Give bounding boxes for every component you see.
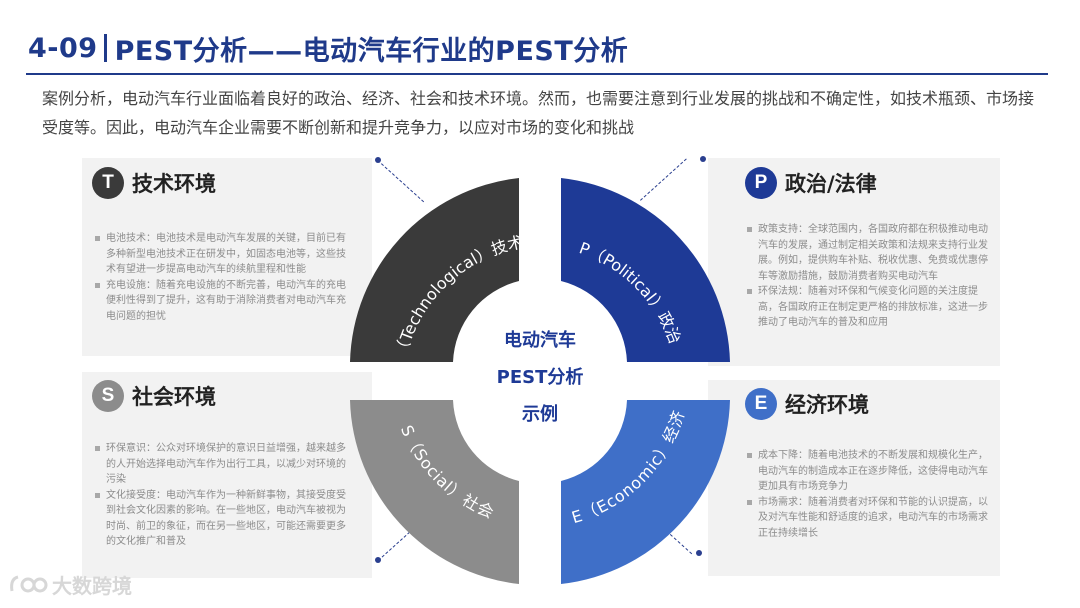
- list-item: 电池技术：电池技术是电动汽车发展的关键，目前已有多种新型电池技术正在研发中，如固…: [94, 231, 350, 278]
- technology-title: 技术环境: [132, 172, 216, 196]
- economic-list: 成本下降：随着电池技术的不断发展和规模化生产，电动汽车的制造成本正在逐步降低，这…: [746, 448, 992, 541]
- panel-technology: [82, 158, 372, 356]
- connector-dot-political: [700, 156, 706, 162]
- social-heading: S 社会环境: [92, 380, 216, 412]
- segment-economic: [561, 400, 730, 584]
- title-text: PEST分析——电动汽车行业的PEST分析: [114, 35, 629, 67]
- list-item: 成本下降：随着电池技术的不断发展和规模化生产，电动汽车的制造成本正在逐步降低，这…: [746, 448, 992, 495]
- technology-heading: T 技术环境: [92, 167, 216, 199]
- political-list: 政策支持：全球范围内，各国政府都在积极推动电动汽车的发展，通过制定相关政策和法规…: [746, 222, 992, 331]
- segment-label-economic: E（Economic）经济: [569, 408, 688, 527]
- page-title: 4-09 PEST分析——电动汽车行业的PEST分析: [28, 28, 628, 68]
- social-list: 环保意识：公众对环境保护的意识日益增强，越来越多的人开始选择电动汽车作为出行工具…: [94, 441, 350, 550]
- list-item: 充电设施：随着充电设施的不断完善，电动汽车的充电便利性得到了提升，这有助于消除消…: [94, 278, 350, 325]
- connector-dot-technology: [375, 157, 381, 163]
- connector-dot-social: [375, 557, 381, 563]
- panel-social: [82, 372, 372, 578]
- social-badge: S: [92, 380, 124, 412]
- title-divider: [103, 34, 107, 62]
- political-heading: P 政治/法律: [745, 167, 877, 199]
- segment-label-political: P（Political）政治: [577, 238, 685, 346]
- list-item: 市场需求：随着消费者对环保和节能的认识提高，以及对汽车性能和舒适度的追求，电动汽…: [746, 495, 992, 542]
- technology-badge: T: [92, 167, 124, 199]
- center-circle: [453, 294, 627, 468]
- title-underline: [26, 73, 1048, 75]
- segment-political: [561, 178, 730, 362]
- economic-heading: E 经济环境: [745, 388, 869, 420]
- list-item: 文化接受度：电动汽车作为一种新鲜事物，其接受度受到社会文化因素的影响。在一些地区…: [94, 488, 350, 550]
- economic-title: 经济环境: [785, 393, 869, 417]
- list-item: 环保意识：公众对环境保护的意识日益增强，越来越多的人开始选择电动汽车作为出行工具…: [94, 441, 350, 488]
- political-badge: P: [745, 167, 777, 199]
- list-item: 环保法规：随着对环保和气候变化问题的关注度提高，各国政府正在制定更严格的排放标准…: [746, 284, 992, 331]
- segment-social: [350, 400, 519, 584]
- center-line-1: 电动汽车: [504, 329, 576, 351]
- connector-technology: [377, 160, 425, 203]
- section-number: 4-09: [28, 32, 98, 64]
- watermark: 大数跨境: [8, 570, 132, 599]
- segment-label-social: S（Social）社会: [397, 422, 497, 522]
- connector-political: [640, 158, 687, 201]
- center-line-3: 示例: [522, 403, 558, 425]
- intro-paragraph: 案例分析，电动汽车行业面临着良好的政治、经济、社会和技术环境。然而，也需要注意到…: [42, 89, 1035, 137]
- segment-technology: [350, 178, 519, 362]
- list-item: 政策支持：全球范围内，各国政府都在积极推动电动汽车的发展，通过制定相关政策和法规…: [746, 222, 992, 284]
- center-line-2: PEST分析: [497, 366, 584, 388]
- economic-badge: E: [745, 388, 777, 420]
- technology-list: 电池技术：电池技术是电动汽车发展的关键，目前已有多种新型电池技术正在研发中，如固…: [94, 231, 350, 324]
- connector-social: [378, 518, 425, 561]
- connector-economic: [654, 520, 693, 555]
- social-title: 社会环境: [132, 385, 216, 409]
- watermark-text: 大数跨境: [52, 574, 132, 598]
- watermark-logo-icon: [10, 575, 48, 592]
- political-title: 政治/法律: [785, 172, 877, 196]
- connector-dot-economic: [696, 550, 702, 556]
